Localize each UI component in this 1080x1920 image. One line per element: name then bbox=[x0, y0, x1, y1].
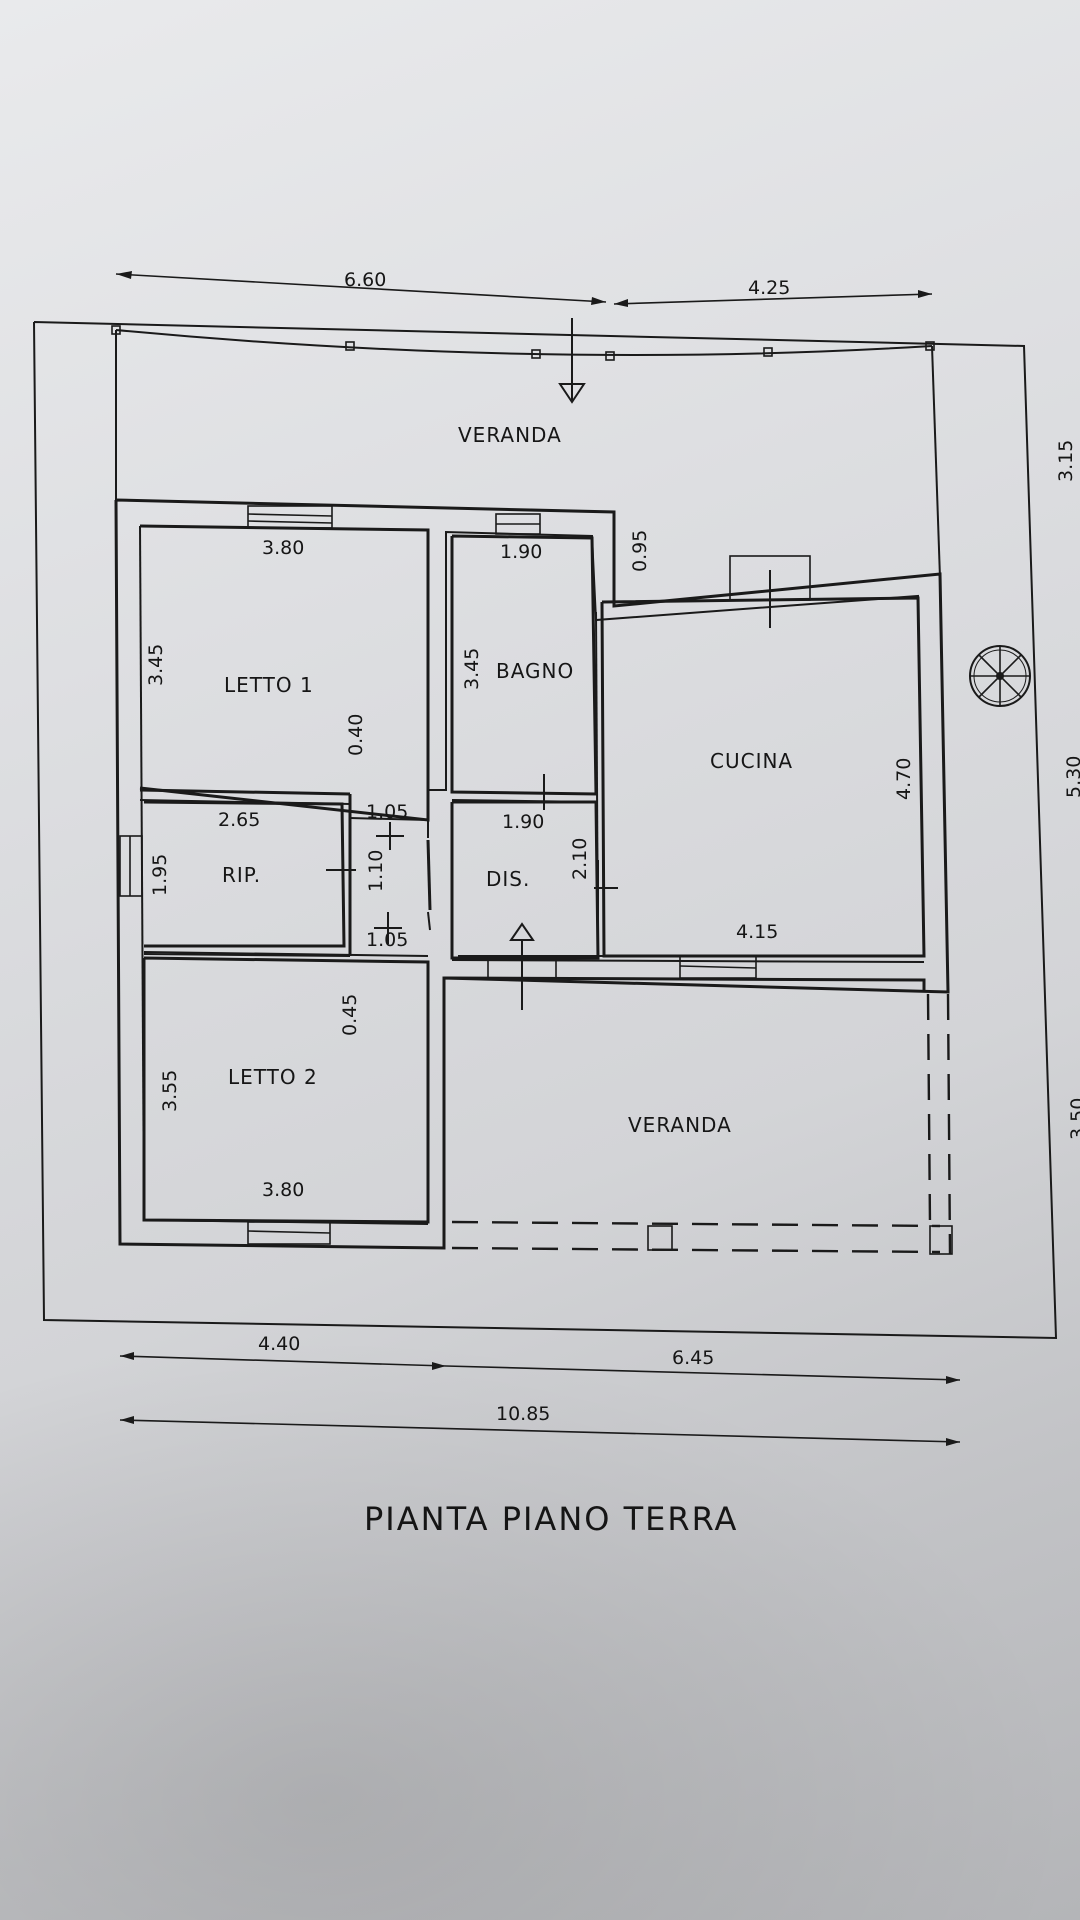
exterior-wall bbox=[114, 498, 950, 1250]
rip-bottom-inner bbox=[143, 953, 351, 957]
dim-letto2-wall: 0.45 bbox=[339, 994, 361, 1036]
dim-bagno-width: 1.90 bbox=[500, 541, 542, 563]
letto2-top-inner bbox=[143, 951, 429, 957]
dimension-lines bbox=[115, 271, 961, 1446]
veranda-top-right-edge bbox=[931, 345, 941, 579]
lot-boundary bbox=[33, 321, 1058, 1340]
spiral-stair-icon bbox=[969, 645, 1031, 707]
exterior-wall-inner bbox=[139, 525, 926, 957]
partition-letto1-rip bbox=[139, 788, 351, 796]
cucina-wall bbox=[600, 596, 926, 958]
dim-top-right: 4.25 bbox=[748, 277, 790, 299]
dim-cucina-width: 4.15 bbox=[736, 921, 778, 943]
dim-bagno-depth: 3.45 bbox=[461, 648, 483, 690]
partition-letto1-corridor bbox=[349, 817, 429, 821]
dim-bagno-offset: 0.95 bbox=[629, 530, 651, 572]
dim-letto1-width: 3.80 bbox=[262, 537, 304, 559]
dim-corridor-top: 1.05 bbox=[366, 801, 408, 823]
dim-bottom-right: 6.45 bbox=[672, 1347, 714, 1369]
room-label-veranda-top: VERANDA bbox=[458, 423, 562, 447]
door-markers bbox=[326, 570, 771, 944]
dim-rip-width: 2.65 bbox=[218, 809, 260, 831]
room-label-dis: DIS. bbox=[486, 867, 530, 891]
dim-cucina-depth: 4.70 bbox=[893, 758, 915, 800]
corridor-right-wall bbox=[426, 839, 432, 911]
south-wall bbox=[443, 976, 926, 990]
room-label-letto1: LETTO 1 bbox=[224, 673, 314, 697]
dim-letto1-depth: 3.45 bbox=[145, 644, 167, 686]
dim-letto2-width: 3.80 bbox=[262, 1179, 304, 1201]
letto2-wall bbox=[142, 956, 430, 1224]
veranda-bottom-edges bbox=[451, 993, 953, 1255]
dim-dis-width: 1.90 bbox=[502, 811, 544, 833]
dim-right-top: 3.15 bbox=[1055, 440, 1077, 482]
dim-dis-depth: 2.10 bbox=[569, 838, 591, 880]
arrow-down-icon bbox=[558, 318, 586, 404]
rip-wall bbox=[143, 800, 346, 948]
bagno-wall bbox=[450, 534, 598, 796]
dim-rip-depth: 1.95 bbox=[149, 854, 171, 896]
room-label-letto2: LETTO 2 bbox=[228, 1065, 318, 1089]
room-label-bagno: BAGNO bbox=[496, 659, 574, 683]
veranda-posts bbox=[111, 325, 935, 361]
dim-corridor-mid: 1.10 bbox=[365, 850, 387, 892]
arrow-up-icon bbox=[509, 922, 535, 1010]
dim-right-bottom: 3.50 bbox=[1067, 1098, 1080, 1140]
dim-letto1-wall: 0.40 bbox=[345, 714, 367, 756]
dim-bottom-left: 4.40 bbox=[258, 1333, 300, 1355]
plan-title: PIANTA PIANO TERRA bbox=[364, 1500, 738, 1538]
dim-letto2-depth: 3.55 bbox=[159, 1070, 181, 1112]
dim-corridor-bottom: 1.05 bbox=[366, 929, 408, 951]
room-label-cucina: CUCINA bbox=[710, 749, 793, 773]
room-label-rip: RIP. bbox=[222, 863, 261, 887]
dim-bottom-total: 10.85 bbox=[496, 1403, 550, 1425]
dim-right-full: 5.30 bbox=[1063, 756, 1080, 798]
room-label-veranda-bottom: VERANDA bbox=[628, 1113, 732, 1137]
dim-top-left: 6.60 bbox=[344, 269, 386, 291]
south-wall-inner bbox=[451, 959, 925, 963]
